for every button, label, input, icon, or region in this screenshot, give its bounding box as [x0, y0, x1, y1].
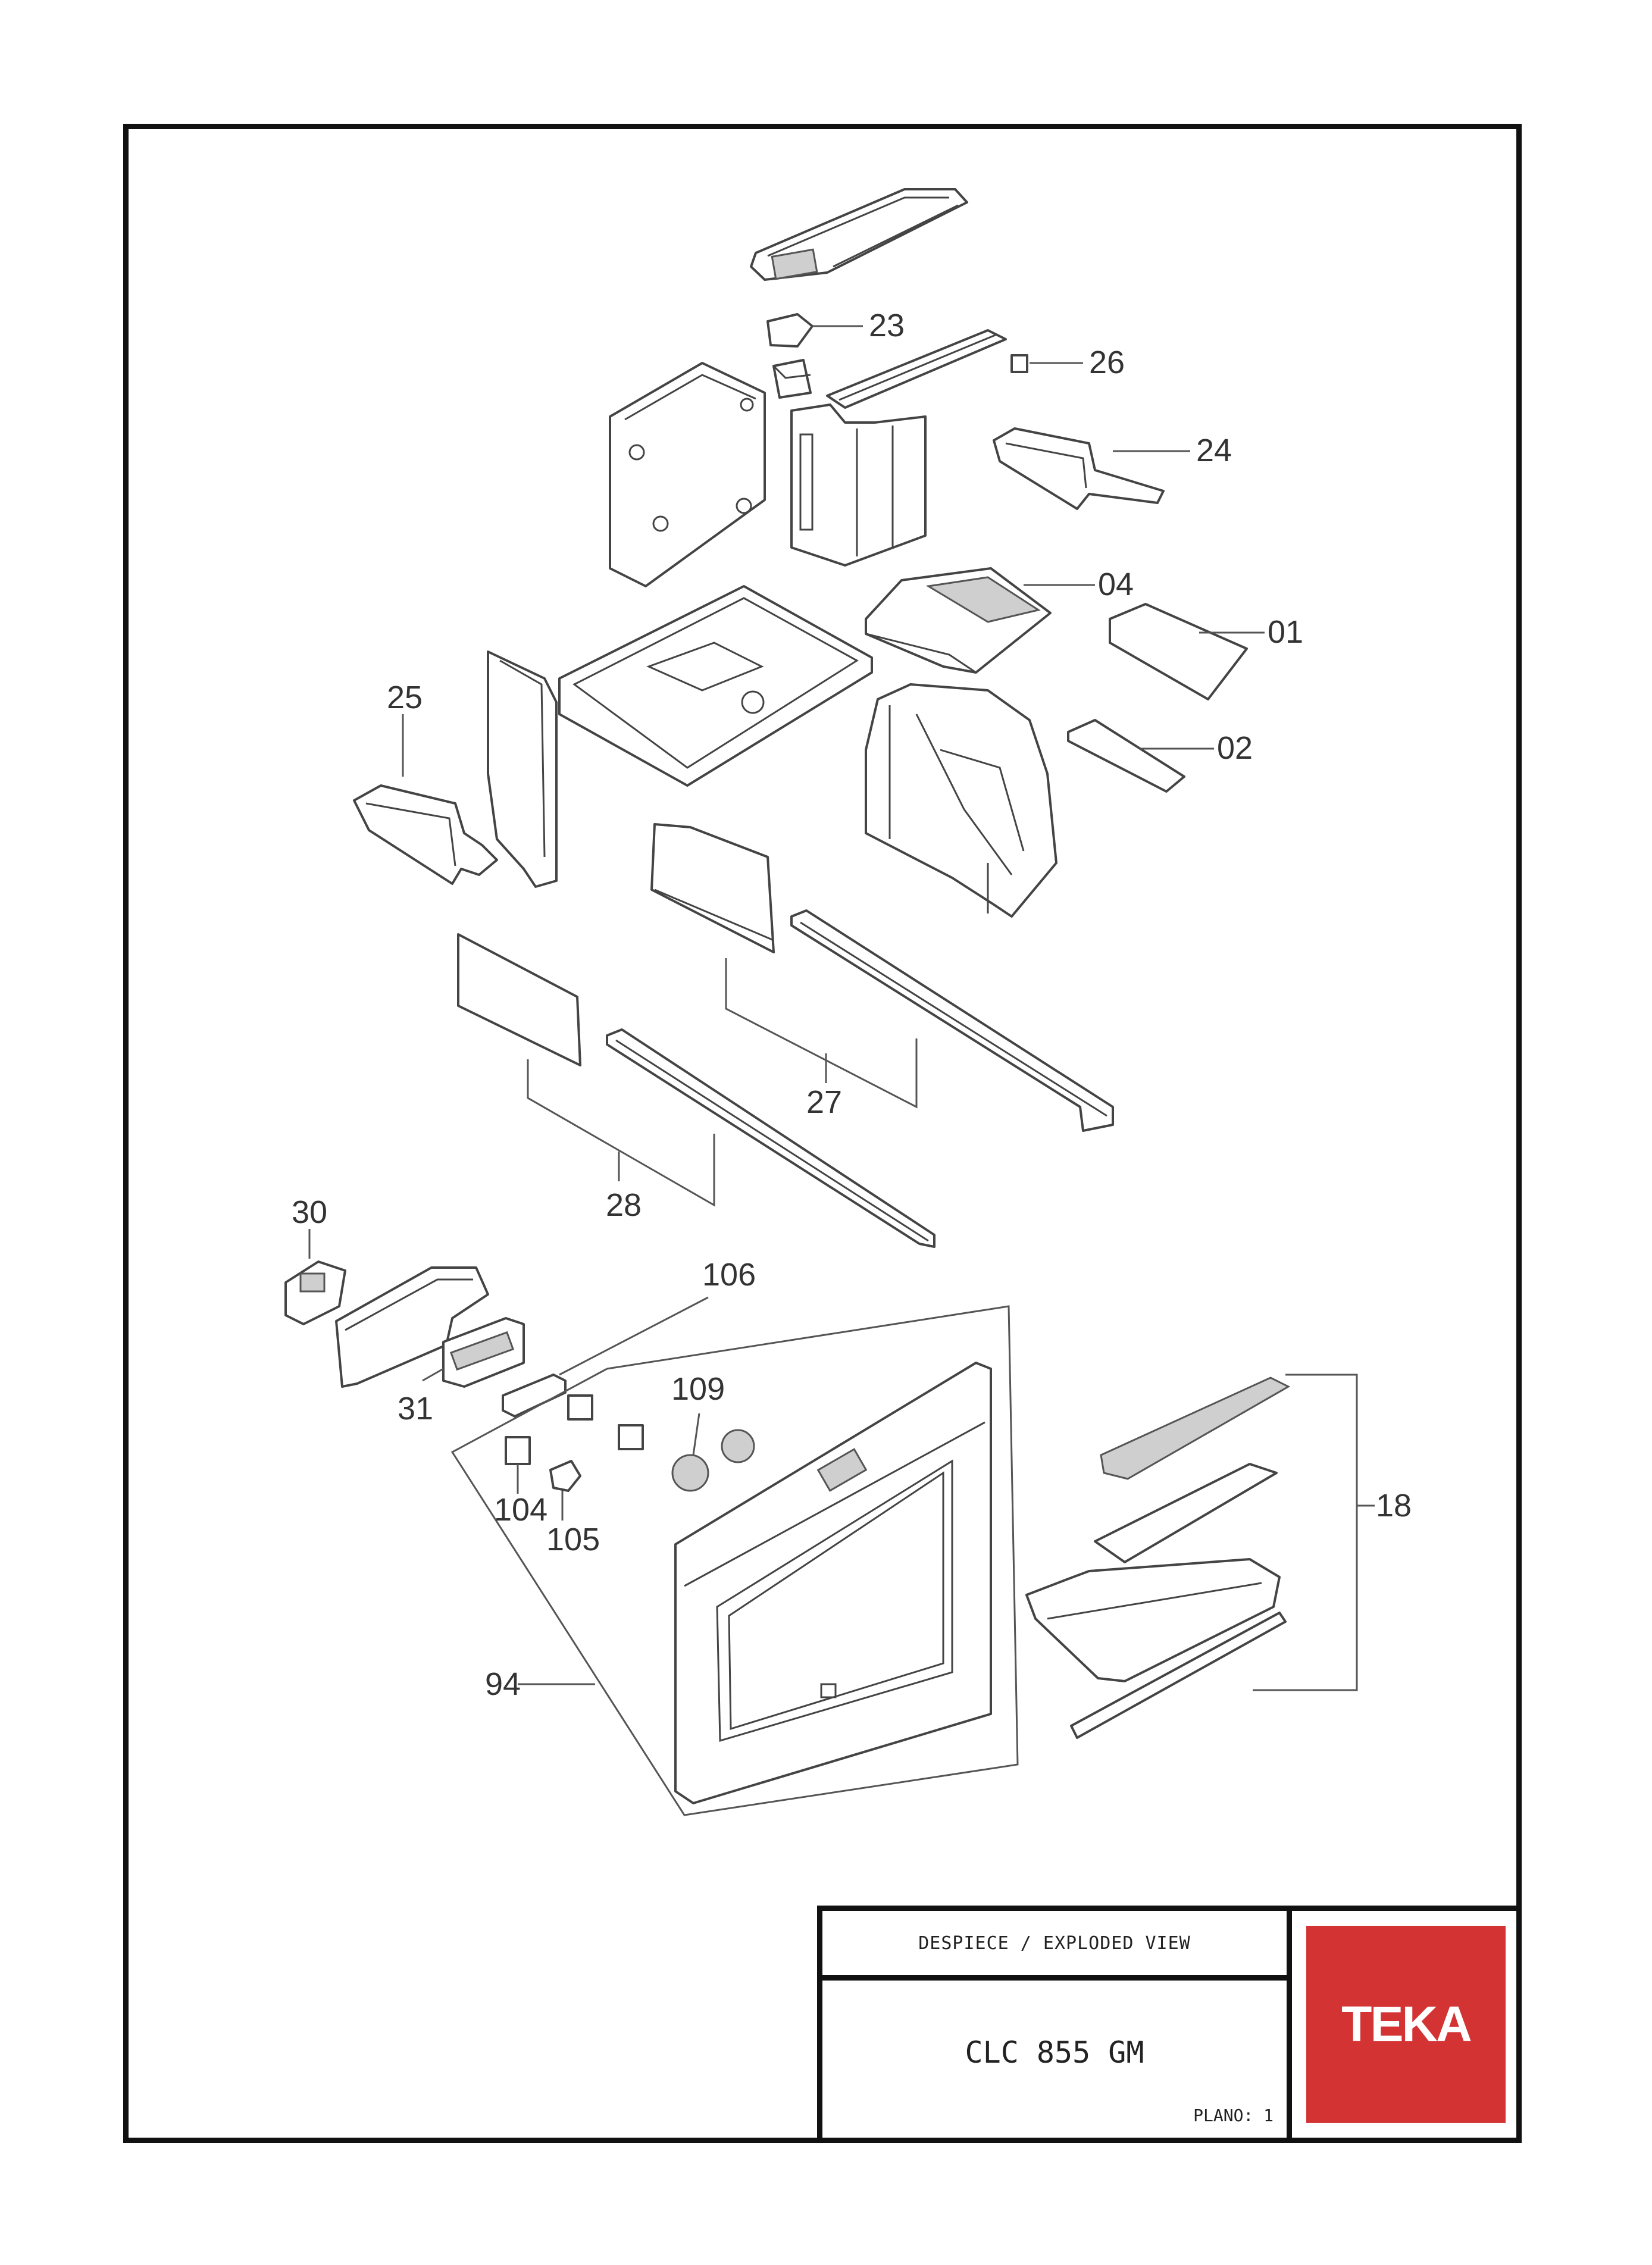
part-rear-panel [487, 650, 558, 888]
model-number: CLC 855 GM [965, 2035, 1144, 2070]
leader-109 [692, 1413, 700, 1456]
label-106: 106 [702, 1257, 756, 1293]
label-31: 31 [398, 1391, 433, 1426]
label-23: 23 [869, 308, 905, 343]
teka-logo: TEKA [1306, 1926, 1506, 2123]
bracket-28 [527, 1059, 715, 1207]
title-block-header: DESPIECE / EXPLODED VIEW [822, 1911, 1287, 1981]
leader-31 [422, 1368, 444, 1382]
part-base-frame [558, 585, 873, 787]
part-control-housing [335, 1266, 489, 1388]
label-04: 04 [1098, 567, 1134, 602]
part-cavity-structure [865, 683, 1057, 918]
label-94: 94 [485, 1666, 521, 1702]
part-27-panel [650, 823, 775, 953]
label-25: 25 [387, 680, 423, 715]
teka-logo-text: TEKA [1341, 1996, 1472, 2052]
title-block-divider [1287, 1906, 1292, 2143]
part-right-panel [790, 403, 927, 567]
part-30-pcb [284, 1260, 346, 1325]
part-31-display [442, 1317, 525, 1388]
label-18: 18 [1376, 1488, 1412, 1523]
leader-106 [559, 1296, 709, 1376]
label-28: 28 [606, 1187, 642, 1223]
part-24-tray [993, 427, 1165, 510]
plan-number: PLANO: 1 [1193, 2106, 1274, 2125]
part-left-panel [609, 362, 766, 587]
label-24: 24 [1196, 433, 1232, 468]
part-18-assembly [1025, 1376, 1291, 1739]
label-02: 02 [1217, 730, 1253, 766]
label-105: 105 [546, 1522, 600, 1557]
drawing-frame [123, 124, 1522, 2143]
part-25-tray [353, 784, 498, 885]
part-small-switch-a [567, 1394, 593, 1421]
part-top-rail [826, 329, 1007, 409]
part-27-rail [790, 909, 1114, 1132]
part-01-panel [1109, 603, 1248, 700]
title-block [817, 1906, 1522, 2143]
part-94-front-panel [674, 1362, 992, 1804]
part-105 [549, 1460, 581, 1492]
label-109: 109 [671, 1371, 725, 1407]
label-104: 104 [494, 1492, 547, 1528]
part-02-vent [1067, 719, 1185, 793]
label-30: 30 [292, 1194, 327, 1230]
part-28-rail [606, 1028, 935, 1248]
part-top-handle [750, 188, 968, 281]
label-01: 01 [1268, 614, 1303, 650]
bracket-18 [1253, 1374, 1358, 1691]
part-106-switch [502, 1374, 567, 1418]
label-26: 26 [1089, 345, 1125, 380]
part-04-top-cover [865, 567, 1052, 674]
part-23-fan [766, 313, 814, 399]
drawing-title: DESPIECE / EXPLODED VIEW [918, 1932, 1191, 1954]
part-28-panel [457, 933, 581, 1066]
part-104 [505, 1436, 531, 1465]
part-small-switch-b [618, 1424, 644, 1450]
label-27: 27 [806, 1084, 842, 1120]
part-26-clip [1010, 354, 1028, 373]
part-109-knobs [671, 1429, 755, 1492]
boundary-94 [450, 1305, 1019, 1816]
